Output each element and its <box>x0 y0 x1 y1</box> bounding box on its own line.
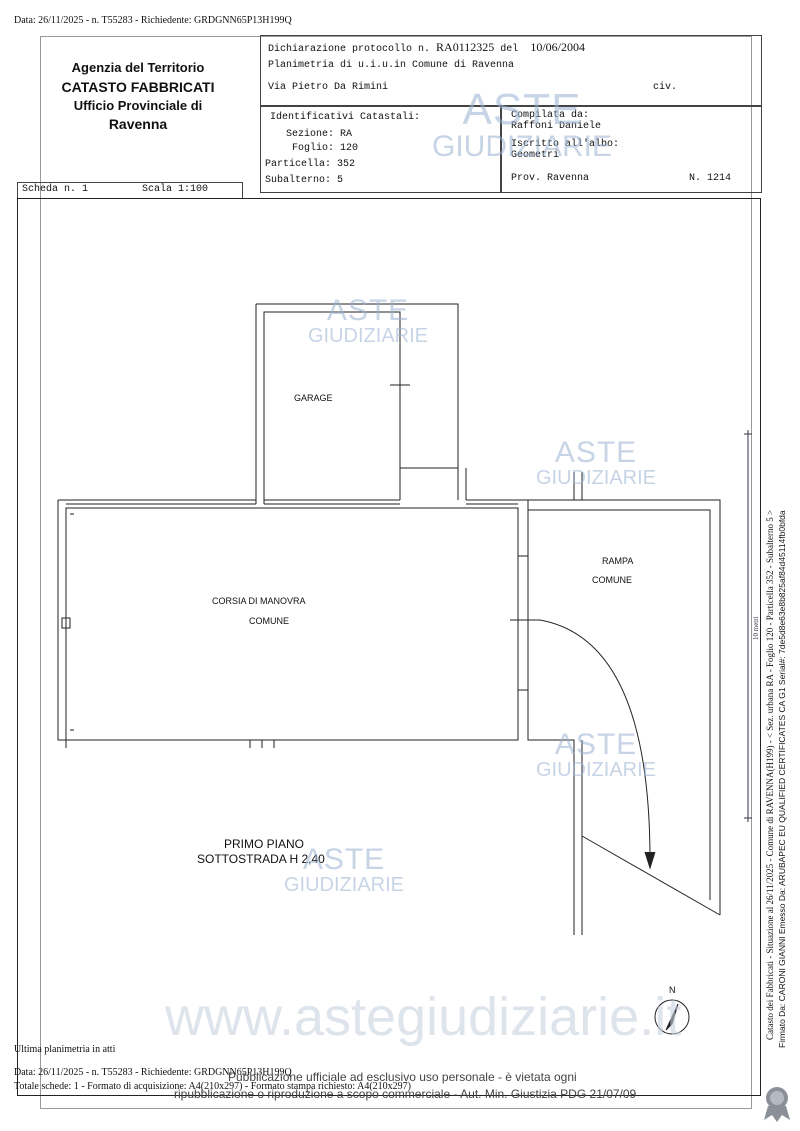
particella-value: 352 <box>337 159 356 170</box>
corsia-label-2: COMUNE <box>249 616 289 626</box>
albo-label: Iscritto all'albo: <box>511 139 620 150</box>
garage-walls <box>256 303 459 504</box>
sezione-value: RA <box>340 129 353 140</box>
compiler-box: Compilata da: Raffoni Daniele Iscritto a… <box>500 105 762 193</box>
north-label: N <box>669 985 676 995</box>
civ-label: civ. <box>653 82 678 93</box>
floor-label-2: SOTTOSTRADA H 2,40 <box>197 852 325 866</box>
declaration-line: Dichiarazione protocollo n. RA0112325 de… <box>268 40 585 55</box>
protocol-date: 10/06/2004 <box>530 40 585 54</box>
agency-city: Ravenna <box>108 116 168 132</box>
particella-label: Particella: <box>265 159 332 170</box>
corsia-label-1: CORSIA DI MANOVRA <box>212 596 306 606</box>
foglio-value: 120 <box>340 143 359 154</box>
agency-name: Agenzia del Territorio <box>71 60 205 75</box>
outer-frame <box>40 36 752 1109</box>
compiler-name: Raffoni Daniele <box>511 121 602 132</box>
footer-pub-2: ripubblicazione o riproduzione a scopo c… <box>174 1087 637 1101</box>
planimetria-line: Planimetria di u.i.u.in Comune di Ravenn… <box>268 60 515 71</box>
side-scale-mark: 10 metri <box>752 616 760 640</box>
agency-office: Ufficio Provinciale di <box>73 98 203 113</box>
north-compass <box>654 999 690 1035</box>
particella-row: Particella: 352 <box>265 159 355 170</box>
corsia-walls <box>65 507 519 741</box>
footer-totale: Totale schede: 1 - Formato di acquisizio… <box>14 1081 411 1092</box>
subalterno-label: Subalterno: <box>265 175 332 186</box>
footer-ultima: Ultima planimetria in atti <box>14 1044 116 1055</box>
subalterno-value: 5 <box>337 175 344 186</box>
scala-label: Scala 1:100 <box>142 184 209 195</box>
header-box: Dichiarazione protocollo n. RA0112325 de… <box>260 35 762 107</box>
compiler-label: Compilata da: <box>511 110 590 121</box>
agency-block: Agenzia del Territorio CATASTO FABBRICAT… <box>18 60 258 132</box>
top-data-line: Data: 26/11/2025 - n. T55283 - Richieden… <box>14 15 292 26</box>
del-label: del <box>500 44 519 55</box>
address-line: Via Pietro Da Rimini <box>268 82 389 93</box>
scheda-label: Scheda n. 1 <box>22 184 89 195</box>
sezione-row: Sezione: RA <box>286 129 352 140</box>
compiler-num: N. 1214 <box>689 173 732 184</box>
footer-pub-1: Pubblicazione ufficiale ad esclusivo uso… <box>228 1070 577 1084</box>
seal-stamp-icon <box>764 1087 790 1122</box>
declaration-label: Dichiarazione protocollo n. <box>268 44 431 55</box>
rampa-walls <box>528 499 721 915</box>
identifiers-box: Identificativi Catastali: Sezione: RA Fo… <box>260 105 502 193</box>
footer-data: Data: 26/11/2025 - n. T55283 - Richieden… <box>14 1067 292 1078</box>
garage-label: GARAGE <box>294 393 333 403</box>
foglio-row: Foglio: 120 <box>292 143 358 154</box>
agency-service: CATASTO FABBRICATI <box>61 79 215 95</box>
drawing-frame <box>17 198 761 1096</box>
side-signature-text: Firmato Da: CARONI GIANNI Emesso Da: ARU… <box>777 510 787 1048</box>
rampa-label-1: RAMPA <box>602 556 634 566</box>
rampa-label-2: COMUNE <box>592 575 632 585</box>
sezione-label: Sezione: <box>286 129 335 140</box>
side-catasto-text: Catasto dei Fabbricati - Situazione al 2… <box>765 509 775 1040</box>
compiler-prov: Prov. Ravenna <box>511 173 590 184</box>
albo-value: Geometri <box>511 150 560 161</box>
floor-label-1: PRIMO PIANO <box>224 837 305 851</box>
foglio-label: Foglio: <box>292 143 335 154</box>
identifiers-title: Identificativi Catastali: <box>270 112 421 123</box>
protocol-number: RA0112325 <box>436 40 495 54</box>
subalterno-row: Subalterno: 5 <box>265 175 343 186</box>
